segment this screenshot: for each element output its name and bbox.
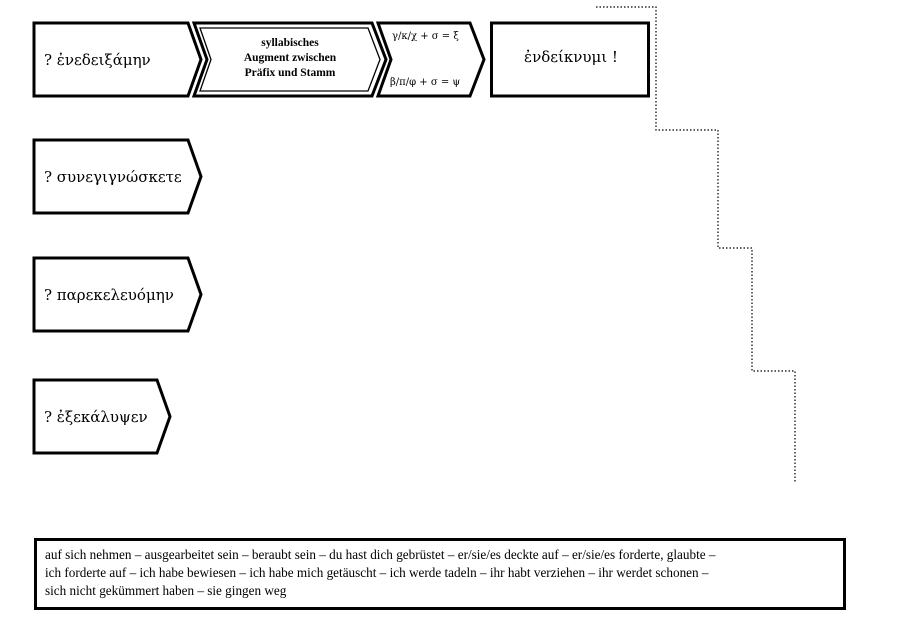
- word-bank-line-2: ich forderte auf – ich habe bewiesen – i…: [45, 565, 709, 580]
- exercise-4-arrow: [32, 378, 172, 455]
- word-bank-line-1: auf sich nehmen – ausgearbeitet sein – b…: [45, 547, 716, 562]
- exercise-3-arrow: [32, 256, 203, 333]
- augment-note-line-2: Augment zwischen: [243, 52, 337, 64]
- exercise-4-prompt: ? ἐξεκάλυψεν: [44, 407, 148, 426]
- augment-note-line-1: syllabisches: [261, 37, 319, 49]
- exercise-1-prompt: ? ἐνεδειξάμην: [44, 50, 151, 69]
- answer-text: ἐνδείκνυμι !: [524, 48, 618, 66]
- augment-step-arrow-inner: [199, 27, 381, 92]
- exercise-2-arrow: [32, 138, 203, 215]
- augment-note: syllabisches Augment zwischen Präfix und…: [208, 36, 372, 81]
- exercise-2-prompt: ? συνεγιγνώσκετε: [44, 167, 182, 186]
- sigma-rule-arrow: [375, 21, 486, 98]
- sigma-rule-labial: β/π/φ + σ = ψ: [390, 77, 461, 88]
- word-bank-box: auf sich nehmen – ausgearbeitet sein – b…: [34, 538, 846, 610]
- exercise-3-prompt: ? παρεκελευόμην: [44, 285, 174, 304]
- augment-note-line-3: Präfix und Stamm: [244, 67, 336, 79]
- answer-box: [490, 21, 650, 98]
- word-bank-line-3: sich nicht gekümmert haben – sie gingen …: [45, 583, 287, 598]
- exercise-1-arrow: [32, 21, 203, 98]
- sigma-rule-velar: γ/κ/χ + σ = ξ: [392, 31, 459, 42]
- augment-step-arrow: [191, 21, 388, 98]
